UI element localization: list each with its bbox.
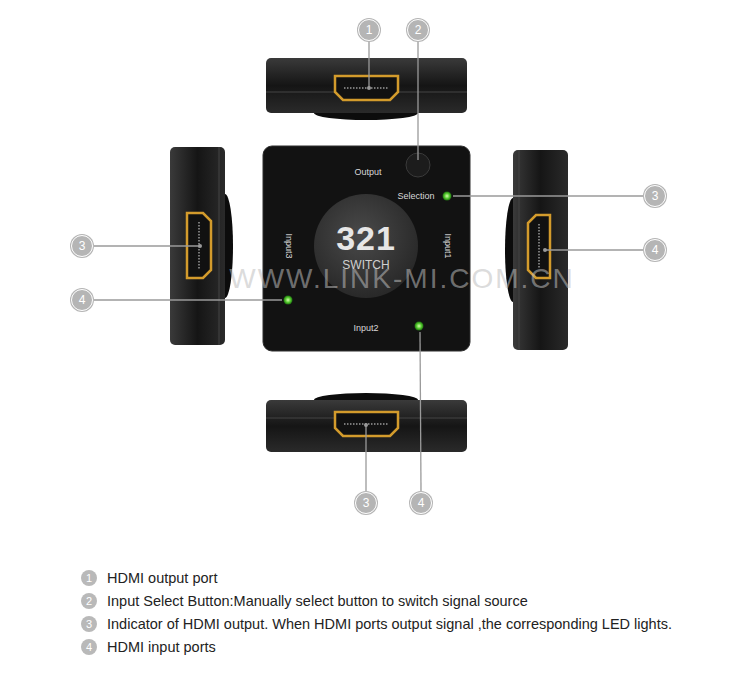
callout-number: 4 xyxy=(71,289,93,311)
port-pins xyxy=(344,87,389,89)
callout-number: 3 xyxy=(644,185,666,207)
output-led xyxy=(443,192,452,201)
legend-text: HDMI output port xyxy=(107,569,747,587)
port-marking: Input2 xyxy=(353,324,378,333)
callout-number: 3 xyxy=(71,235,93,257)
legend-text: HDMI input ports xyxy=(107,638,747,656)
plug-seam xyxy=(519,150,520,350)
callout-number: 4 xyxy=(644,239,666,261)
callout-number: 2 xyxy=(407,19,429,41)
callout-number: 4 xyxy=(410,492,432,514)
callout-number: 1 xyxy=(358,19,380,41)
logo-text: 321 xyxy=(336,221,396,255)
hdmi-port xyxy=(335,76,398,100)
switch-body: OutputSelectionInput3Input1Input2321SWIT… xyxy=(263,146,470,351)
legend-text: Input Select Button:Manually select butt… xyxy=(107,592,747,610)
callout-number: 3 xyxy=(355,492,377,514)
legend-number: 1 xyxy=(81,570,97,586)
input3-led xyxy=(284,296,293,305)
port-marking: Input1 xyxy=(443,233,452,258)
legend-number: 3 xyxy=(81,616,97,632)
input2-led xyxy=(415,322,424,331)
switch-housing xyxy=(263,146,470,351)
legend-text: Indicator of HDMI output. When HDMI port… xyxy=(107,615,747,633)
port-pins xyxy=(538,224,540,269)
output-plug xyxy=(266,58,467,113)
leader-lines xyxy=(94,41,643,491)
port-marking: Selection xyxy=(397,192,434,201)
legend-number: 4 xyxy=(81,639,97,655)
port-marking: Output xyxy=(354,168,381,177)
legend-number: 2 xyxy=(81,593,97,609)
port-marking: Input3 xyxy=(284,233,293,258)
watermark: WWW.LINK-MI.COM.CN xyxy=(229,263,575,295)
plug-seam xyxy=(219,147,220,345)
